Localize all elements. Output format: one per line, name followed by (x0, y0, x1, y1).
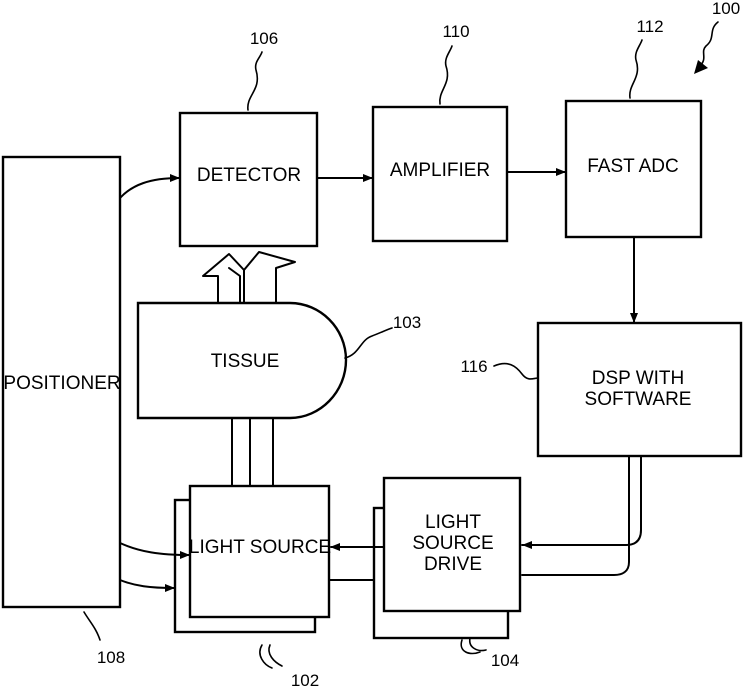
fast-adc-label: FAST ADC (587, 156, 679, 177)
dsp-to-drive-line-b (522, 457, 629, 575)
light-source-drive-label-line3: DRIVE (424, 554, 482, 575)
light-source-label: LIGHT SOURCE (189, 537, 331, 558)
positioner-to-light-source-back-arrow (120, 580, 174, 588)
light-source-drive-label-line1: LIGHT (425, 512, 481, 533)
detector-label: DETECTOR (197, 165, 301, 186)
detector-ref: 106 (250, 29, 278, 48)
dsp-to-drive-arrowhead (522, 541, 532, 549)
amplifier-ref-leader (440, 46, 452, 104)
positioner-label: POSITIONER (3, 373, 120, 394)
light-source-ref: 102 (291, 671, 319, 689)
light-source-ref-leader-b (269, 645, 282, 666)
amplifier-ref: 110 (442, 22, 469, 41)
dsp-ref-leader (494, 364, 538, 379)
tissue-label: TISSUE (211, 351, 280, 372)
light-source-drive-ref: 104 (491, 651, 519, 670)
dsp-label-line1: DSP WITH (592, 368, 685, 389)
tissue-ref-leader (345, 328, 392, 358)
light-source-drive-label-line2: SOURCE (412, 533, 493, 554)
detector-ref-leader (248, 52, 262, 110)
fast-adc-ref-leader (630, 40, 642, 98)
emitted-light-arrow-left (203, 254, 244, 303)
dsp-to-drive-line-a (522, 457, 641, 545)
figure-number-leader (700, 22, 718, 66)
positioner-ref: 108 (97, 648, 125, 667)
tissue-ref: 103 (393, 313, 421, 332)
figure-number: 100 (712, 0, 740, 18)
dsp-label-line2: SOFTWARE (585, 389, 692, 410)
fast-adc-ref: 112 (636, 17, 663, 36)
positioner-ref-leader (84, 612, 100, 640)
light-source-drive-ref-leader-b (470, 638, 486, 651)
figure-number-arrowhead (694, 60, 708, 74)
emitted-light-arrow-left-inner (229, 268, 240, 303)
dsp-ref: 116 (460, 357, 487, 376)
amplifier-label: AMPLIFIER (390, 160, 490, 181)
emitted-light-arrow-right (244, 252, 295, 303)
positioner-to-detector-arrow (120, 178, 179, 198)
